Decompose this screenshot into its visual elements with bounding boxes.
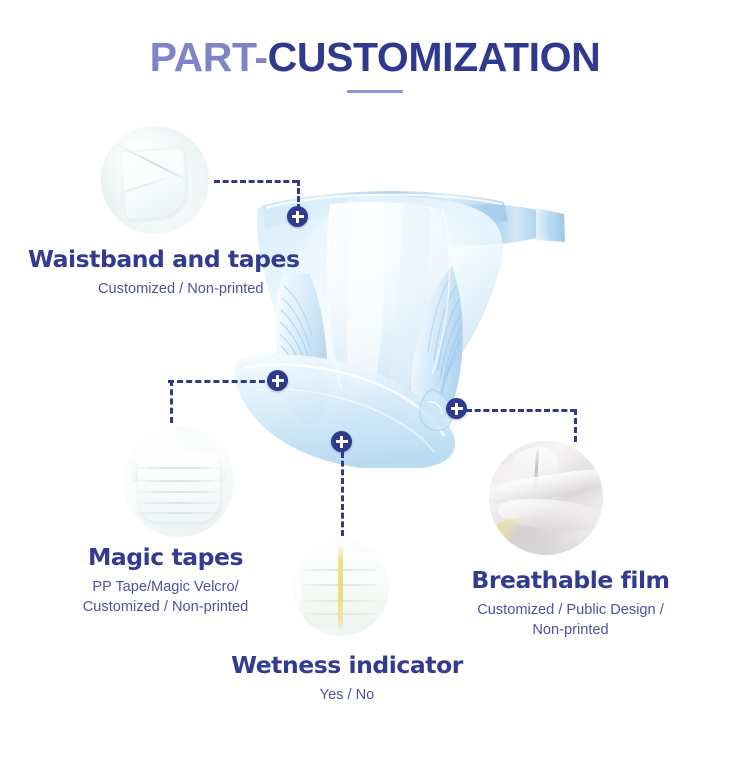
- diaper-illustration: [218, 178, 568, 468]
- feature-heading-wetness-indicator: Wetness indicator: [231, 651, 463, 679]
- magic-fold-line-1: [135, 466, 223, 469]
- photo-magic-tapes: [124, 427, 234, 537]
- feature-label-waistband-and-tapes: Waistband and tapes Customized / Non-pri…: [28, 245, 300, 299]
- feature-heading-breathable-film: Breathable film: [471, 566, 670, 594]
- wetness-indicator-stripe: [338, 545, 344, 631]
- feature-label-breathable-film: Breathable film Customized / Public Desi…: [452, 566, 689, 641]
- feature-label-wetness-indicator: Wetness indicator Yes / No: [222, 651, 472, 705]
- feature-label-magic-tapes: Magic tapes PP Tape/Magic Velcro/ Custom…: [68, 543, 263, 618]
- marker-magic-tapes[interactable]: [267, 370, 288, 391]
- magic-fold-line-4: [135, 501, 223, 504]
- page-title-dash: -: [254, 34, 268, 80]
- connector-waistband-vertical: [297, 180, 300, 210]
- marker-wetness-indicator[interactable]: [331, 431, 352, 452]
- photo-magic-texture: [124, 427, 234, 537]
- feature-heading-waistband: Waistband and tapes: [28, 245, 300, 273]
- title-divider-rule: [347, 90, 403, 93]
- connector-magic-vertical: [170, 380, 173, 423]
- page-title-part-2: CUSTOMIZATION: [267, 34, 601, 80]
- photo-breathable-texture: [489, 441, 603, 555]
- connector-breathable-horizontal: [466, 409, 576, 412]
- connector-magic-horizontal: [168, 380, 274, 383]
- connector-breathable-vertical: [574, 409, 577, 442]
- connector-waistband-horizontal: [214, 180, 298, 183]
- photo-wetness-indicator: [293, 540, 389, 636]
- film-bottom-shading: [489, 441, 603, 555]
- marker-waistband-and-tapes[interactable]: [287, 206, 308, 227]
- photo-waistband-texture: [101, 126, 209, 234]
- feature-subtitle-breathable-film-line-1: Customized / Public Design /: [477, 601, 664, 618]
- connector-wetness-vertical: [341, 452, 344, 536]
- photo-wetness-texture: [293, 540, 389, 636]
- feature-subtitle-wetness-indicator: Yes / No: [319, 686, 375, 703]
- page-title: PART-CUSTOMIZATION: [0, 34, 750, 81]
- feature-heading-magic-tapes: Magic tapes: [87, 543, 244, 571]
- magic-fold-line-3: [135, 490, 223, 493]
- feature-subtitle-magic-tapes-line-2: Customized / Non-printed: [82, 599, 249, 616]
- marker-breathable-film[interactable]: [446, 398, 467, 419]
- feature-subtitle-magic-tapes-line-1: PP Tape/Magic Velcro/: [92, 578, 239, 595]
- photo-waistband-and-tapes: [101, 126, 209, 234]
- magic-fold-line-5: [135, 511, 223, 514]
- feature-subtitle-breathable-film-line-2: Non-printed: [532, 622, 609, 639]
- photo-breathable-film: [489, 441, 603, 555]
- page-title-part-1: PART: [149, 34, 255, 80]
- magic-fold-line-2: [135, 479, 223, 482]
- feature-subtitle-waistband: Customized / Non-printed: [98, 280, 264, 297]
- magic-tape-diaper-body: [138, 453, 220, 522]
